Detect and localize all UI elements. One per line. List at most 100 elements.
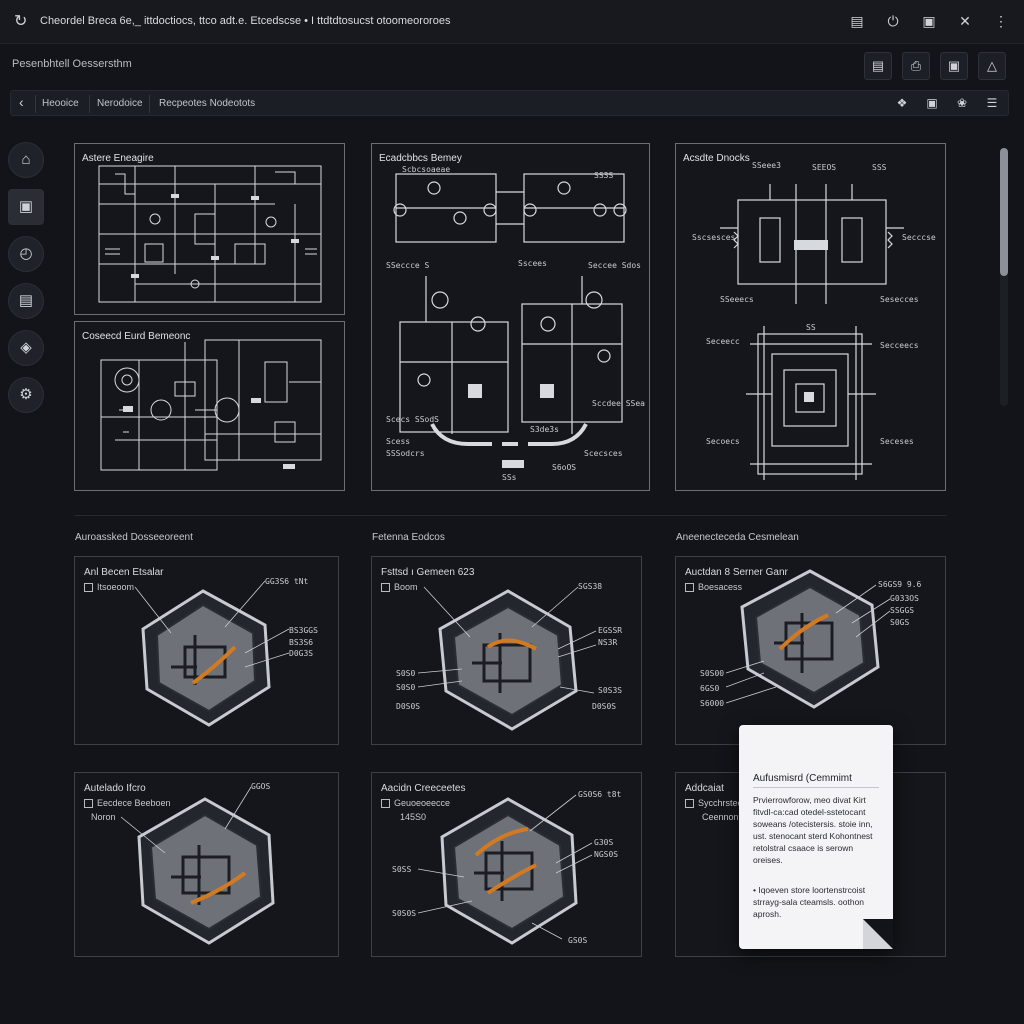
page-subtitle: Pesenbhtell Oessersthm	[12, 58, 132, 70]
card-title: Aacidn Creeceetes	[381, 783, 466, 794]
title-bar: ↻ Cheordel Breca 6e,_ ittdoctiocs, ttco …	[0, 0, 1024, 44]
card-callout: NGS0S	[594, 850, 618, 859]
puzzle-icon[interactable]: ▣	[926, 96, 938, 110]
schematic-callout: Seceecc	[706, 337, 740, 346]
card-title: Auctdan 8 Serner Ganr	[685, 567, 788, 578]
power-icon[interactable]: ⏻	[887, 13, 899, 29]
note-title: Aufusmisrd (Cemmimt	[753, 773, 852, 784]
tools-icon[interactable]: ✕	[959, 13, 971, 29]
module-card[interactable]: GS0S6 t8t G30S NGS0S S0SS S0S0S GS0S Aac…	[371, 772, 642, 957]
schematic-callout: Seccee Sdos	[588, 261, 641, 270]
breadcrumb-item-home[interactable]: Heooice	[42, 98, 79, 109]
back-arrow-icon[interactable]: ‹	[19, 94, 24, 110]
clock-icon[interactable]: ◴	[8, 236, 44, 272]
list-icon[interactable]: ☰	[986, 96, 998, 110]
leaf-icon[interactable]: ❀	[956, 96, 968, 110]
card-callout: SGS38	[578, 582, 602, 591]
card-checkbox[interactable]	[381, 583, 390, 592]
breadcrumb-item-current[interactable]: Recpeotes Nodeotots	[159, 98, 256, 109]
section-label: Auroassked Dosseeoreent	[75, 532, 193, 543]
schematic-callout: SSSodcrs	[386, 449, 425, 458]
card-callout: S0S00	[700, 669, 724, 678]
circuit-diagram	[98, 165, 322, 303]
layers-icon[interactable]: ▤	[864, 52, 892, 80]
schematic-callout: SEEOS	[812, 163, 836, 172]
comment-note[interactable]: Aufusmisrd (Cemmimt Prvierrowforow, meo …	[739, 725, 893, 949]
schematic-callout: Scecsces	[584, 449, 623, 458]
schematic-panel-battery[interactable]: Scbcsoaeae SS3S SSeccce S Sscees Seccee …	[371, 143, 650, 491]
card-callout: S0GS	[890, 618, 909, 627]
board-icon[interactable]: ▣	[8, 189, 44, 225]
card-callout: GG3S6 tNt	[265, 577, 309, 586]
card-callout: S6GS9 9.6	[878, 580, 922, 589]
module-illustration: SGS38 EGSSR NS3R S0S0 S0S0 S0S3S D0S0S D…	[396, 582, 622, 731]
module-card[interactable]: GG3S6 tNt BS3GGS BS3S6 D0G3S Anl Becen E…	[74, 556, 339, 745]
card-subtitle: Boom	[394, 582, 418, 592]
card-checkbox[interactable]	[381, 799, 390, 808]
tag-icon[interactable]: ◈	[8, 330, 44, 366]
circuit-diagram: SSeee3 SEEOS SSS Sscsesces Secccse SSeee…	[692, 161, 936, 480]
card-callout: BS3GGS	[289, 626, 318, 635]
schematic-callout: Sscees	[518, 259, 547, 268]
flask-icon[interactable]: △	[978, 52, 1006, 80]
scrollbar-thumb[interactable]	[1000, 148, 1008, 276]
card-callout: G033OS	[890, 594, 919, 603]
breadcrumb-item-section[interactable]: Nerodoice	[97, 98, 143, 109]
schematic-callout: SS3S	[594, 171, 613, 180]
schematic-callout: Scbcsoaeae	[402, 165, 450, 174]
module-card[interactable]: GGOS Autelado Ifcro Eecdece Beeboen Noro…	[74, 772, 339, 957]
schematic-panel-blocks[interactable]: SSeee3 SEEOS SSS Sscsesces Secccse SSeee…	[675, 143, 946, 491]
schematic-callout: SSeeecs	[720, 295, 754, 304]
document-icon[interactable]: ▤	[850, 13, 864, 29]
module-illustration: GGOS	[120, 782, 275, 945]
schematic-callout: Scecs SSodS	[386, 415, 439, 424]
card-callout: EGSSR	[598, 626, 622, 635]
breadcrumb-divider	[89, 95, 90, 113]
section-divider	[74, 515, 946, 516]
module-card[interactable]: S6GS9 9.6 G033OS SSGGS S0GS S0S00 6GS0 S…	[675, 556, 946, 745]
card-checkbox[interactable]	[685, 583, 694, 592]
card-checkbox[interactable]	[685, 799, 694, 808]
image-icon[interactable]: ▣	[940, 52, 968, 80]
card-subtitle: Sycchrsteeu	[698, 798, 748, 808]
more-vertical-icon[interactable]: ⋮	[994, 13, 1008, 29]
panel-title: Acsdte Dnocks	[683, 153, 750, 164]
schematic-callout: Sscsesces	[692, 233, 736, 242]
scrollbar[interactable]	[1000, 148, 1008, 406]
card-callout: GGOS	[251, 782, 270, 791]
circuit-diagram	[100, 339, 322, 471]
card-subtitle: Itsoeoom	[97, 582, 135, 592]
card-checkbox[interactable]	[84, 583, 93, 592]
card-checkbox[interactable]	[84, 799, 93, 808]
schematic-panel-control[interactable]: Coseecd Eurd Bemeonc	[74, 321, 345, 491]
package-icon[interactable]: ⌂	[8, 142, 44, 178]
refresh-icon[interactable]: ↻	[14, 13, 28, 30]
schematic-callout: Seceses	[880, 437, 914, 446]
module-card[interactable]: SGS38 EGSSR NS3R S0S0 S0S0 S0S3S D0S0S D…	[371, 556, 642, 745]
titlebar-toolbar: ▤ ⏻ ▣ ✕ ⋮	[848, 12, 1010, 30]
module-illustration: S6GS9 9.6 G033OS SSGGS S0GS S0S00 6GS0 S…	[700, 569, 922, 709]
card-subtitle: Geuoeoeecce	[394, 798, 451, 808]
print-icon[interactable]: ⎙	[902, 52, 930, 80]
schematic-callout: SSeccce S	[386, 261, 430, 270]
section-label: Fetenna Eodcos	[372, 532, 445, 543]
page-fold-icon	[863, 919, 893, 949]
schematic-callout: SSS	[872, 163, 887, 172]
share-icon[interactable]: ❖	[896, 96, 908, 110]
lock-icon[interactable]: ▣	[922, 13, 936, 29]
schematic-panel-engine[interactable]: Astere Eneagire	[74, 143, 345, 315]
breadcrumb-actions: ❖ ▣ ❀ ☰	[894, 95, 1000, 111]
breadcrumb-divider	[35, 95, 36, 113]
breadcrumb-divider	[149, 95, 150, 113]
card-subtitle-secondary: Ceennon	[702, 812, 739, 822]
window-title: Cheordel Breca 6e,_ ittdoctiocs, ttco ad…	[40, 15, 451, 27]
sidebar: ⌂ ▣ ◴ ▤ ◈ ⚙	[8, 142, 46, 424]
module-illustration: GG3S6 tNt BS3GGS BS3S6 D0G3S	[134, 577, 318, 727]
card-subtitle-secondary: 145S0	[400, 812, 427, 822]
card-title: Addcaiat	[685, 783, 724, 794]
callout-labels: SSeee3 SEEOS SSS Sscsesces Secccse SSeee…	[692, 161, 936, 446]
briefcase-icon[interactable]: ▤	[8, 283, 44, 319]
settings-icon[interactable]: ⚙	[8, 377, 44, 413]
module-illustration: GS0S6 t8t G30S NGS0S S0SS S0S0S GS0S	[392, 790, 622, 945]
card-callout: S6000	[700, 699, 724, 708]
